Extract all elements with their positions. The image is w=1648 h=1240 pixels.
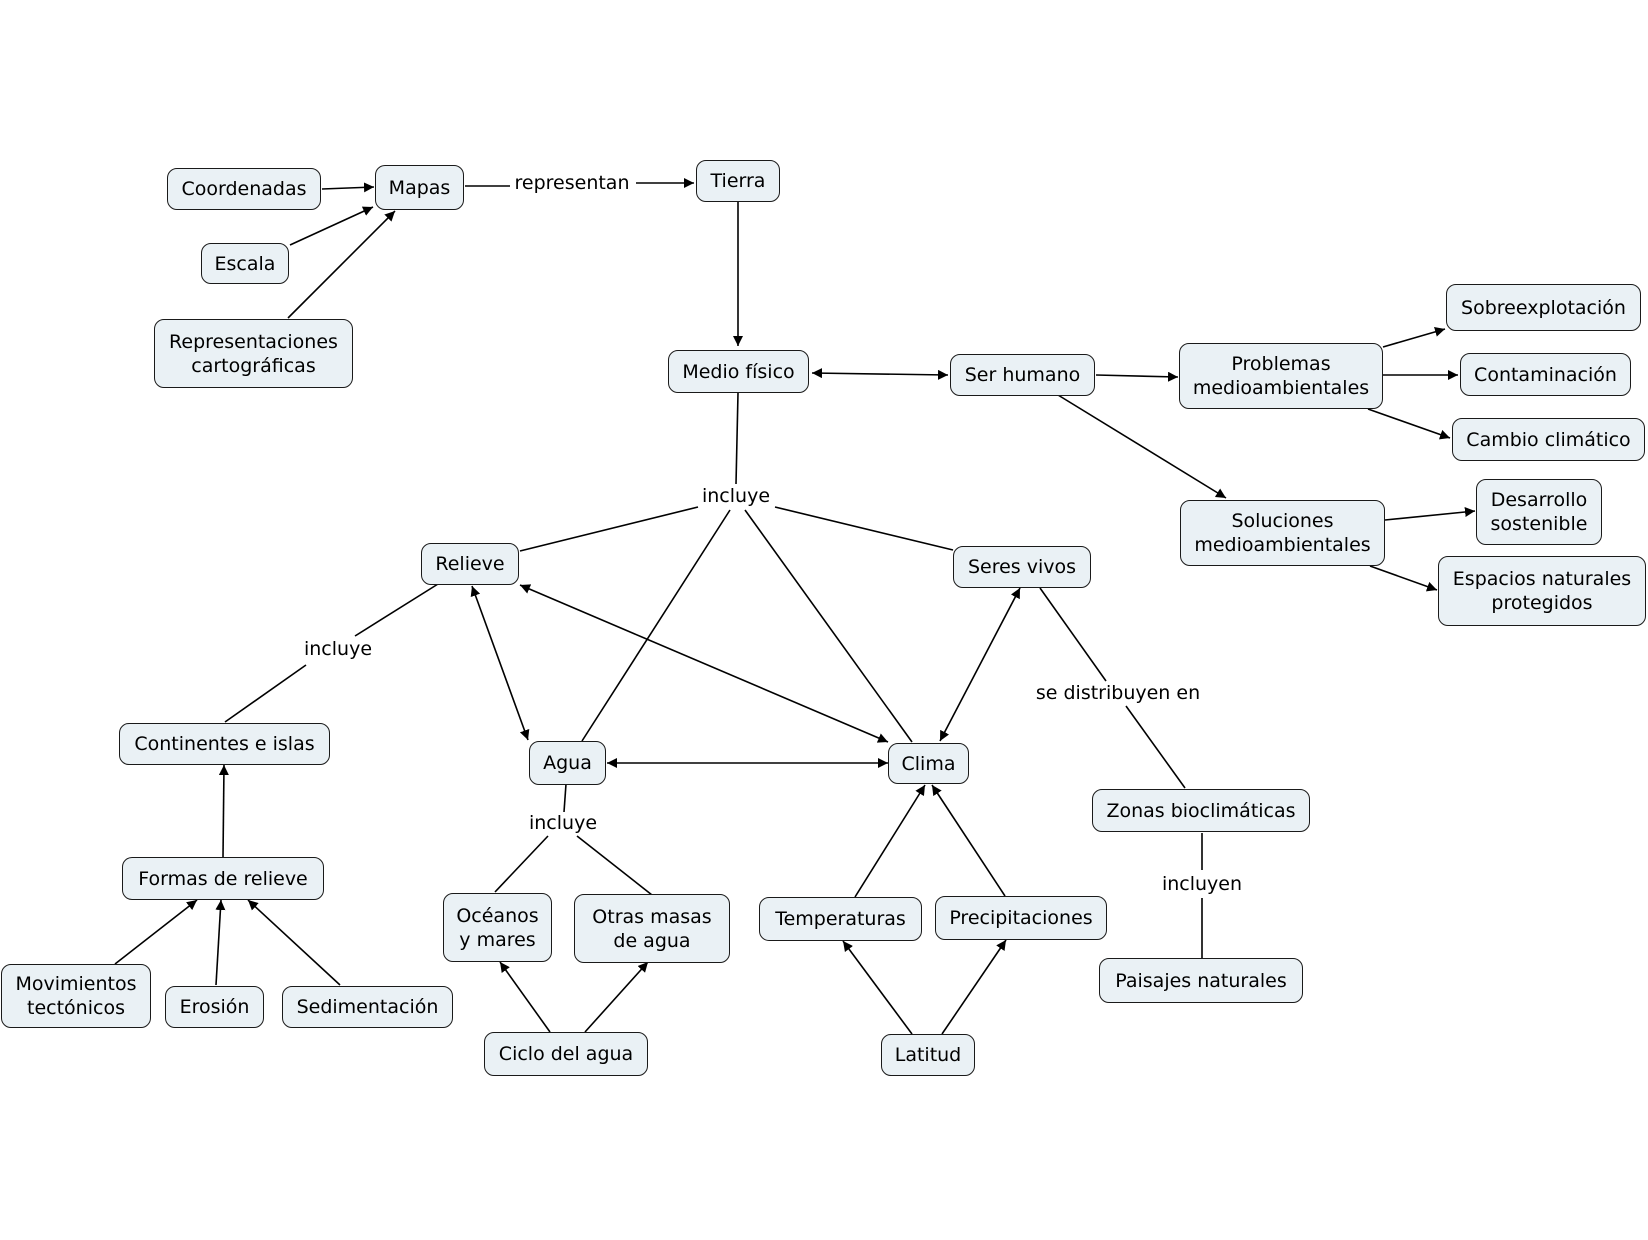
concept-precipitaciones[interactable]: Precipitaciones <box>935 896 1107 940</box>
concept-coordenadas[interactable]: Coordenadas <box>167 168 321 210</box>
edge-latitud-precip <box>941 939 1007 1035</box>
link-label-incluye-medio: incluye <box>697 485 775 507</box>
concept-formas-de-relieve[interactable]: Formas de relieve <box>122 857 324 900</box>
concept-espacios-naturales-protegidos[interactable]: Espacios naturales protegidos <box>1438 556 1646 626</box>
concept-agua[interactable]: Agua <box>529 741 606 785</box>
edge-incluye-otras <box>576 835 653 896</box>
link-label-incluye-agua: incluye <box>524 812 602 834</box>
edge-ser-problemas <box>1095 371 1179 382</box>
concept-contaminacion[interactable]: Contaminación <box>1460 353 1631 396</box>
link-label-incluye-relieve: incluye <box>299 638 377 660</box>
concept-paisajes-naturales[interactable]: Paisajes naturales <box>1099 958 1303 1003</box>
edge-incluye-oceanos <box>494 835 549 893</box>
concept-erosion[interactable]: Erosión <box>165 986 264 1028</box>
edge-coordenadas-mapas <box>321 182 375 193</box>
concept-tierra[interactable]: Tierra <box>696 160 780 202</box>
edge-temp-clima <box>854 784 926 898</box>
edge-movimientos-formas <box>114 899 198 965</box>
concept-soluciones-medioambientales[interactable]: Soluciones medioambientales <box>1180 500 1385 566</box>
edge-soluciones-desarrollo <box>1384 507 1476 521</box>
edge-precip-clima <box>931 784 1006 897</box>
link-label-incluyen: incluyen <box>1157 873 1247 895</box>
concept-temperaturas[interactable]: Temperaturas <box>759 897 922 941</box>
edge-escala-mapas <box>289 206 374 246</box>
concept-escala[interactable]: Escala <box>201 243 289 284</box>
edge-incluye-agua <box>581 509 731 742</box>
edge-incluye-seres <box>774 506 954 551</box>
concept-mapas[interactable]: Mapas <box>375 165 464 210</box>
edge-medio-incluye <box>735 392 739 485</box>
concept-representaciones-cartograficas[interactable]: Representaciones cartográficas <box>154 319 353 388</box>
concept-movimientos-tectonicos[interactable]: Movimientos tectónicos <box>1 964 151 1028</box>
concept-ser-humano[interactable]: Ser humano <box>950 354 1095 396</box>
edge-formas-continentes <box>218 764 229 858</box>
concept-otras-masas-de-agua[interactable]: Otras masas de agua <box>574 894 730 963</box>
concept-clima[interactable]: Clima <box>888 743 969 784</box>
edge-incluye-relieve <box>519 506 699 552</box>
edge-relieve-clima <box>519 584 889 743</box>
edge-incluye-clima <box>744 509 913 743</box>
link-label-representan: representan <box>510 172 634 194</box>
edge-relieve-incluye <box>354 583 439 637</box>
concept-sedimentacion[interactable]: Sedimentación <box>282 986 453 1028</box>
edge-problemas-sobre <box>1382 326 1446 348</box>
concept-seres-vivos[interactable]: Seres vivos <box>953 546 1091 588</box>
concept-ciclo-del-agua[interactable]: Ciclo del agua <box>484 1032 648 1076</box>
concept-latitud[interactable]: Latitud <box>881 1034 975 1076</box>
edge-latitud-temp <box>842 940 913 1035</box>
concept-continentes-e-islas[interactable]: Continentes e islas <box>119 723 330 765</box>
edge-incluye-continentes <box>224 664 307 723</box>
edge-soluciones-espacios <box>1369 565 1438 592</box>
edge-ser-soluciones <box>1057 394 1227 499</box>
concept-zonas-bioclimaticas[interactable]: Zonas bioclimáticas <box>1092 789 1310 832</box>
edge-problemas-cambio <box>1367 408 1451 440</box>
concept-problemas-medioambientales[interactable]: Problemas medioambientales <box>1179 343 1383 409</box>
edge-ciclo-otras <box>584 961 649 1033</box>
edge-agua-incluye <box>563 783 567 813</box>
edge-distribuyen-zonas <box>1125 705 1186 789</box>
edge-seres-distribuyen <box>1039 587 1107 682</box>
concept-sobreexplotacion[interactable]: Sobreexplotación <box>1446 284 1641 331</box>
concept-relieve[interactable]: Relieve <box>421 543 519 585</box>
edge-representaciones-mapas <box>287 210 396 319</box>
concept-cambio-climatico[interactable]: Cambio climático <box>1452 418 1645 461</box>
link-label-se-distribuyen: se distribuyen en <box>1031 682 1205 704</box>
edge-medio-ser-humano <box>811 368 949 380</box>
concept-oceanos-y-mares[interactable]: Océanos y mares <box>443 893 552 962</box>
edge-ciclo-oceanos <box>499 961 551 1033</box>
edge-sedimentacion-formas <box>247 899 341 986</box>
edge-erosion-formas <box>215 899 226 986</box>
concept-medio-fisico[interactable]: Medio físico <box>668 350 809 393</box>
edge-relieve-agua <box>470 585 530 741</box>
concept-desarrollo-sostenible[interactable]: Desarrollo sostenible <box>1476 479 1602 545</box>
edge-seres-clima <box>939 587 1021 742</box>
